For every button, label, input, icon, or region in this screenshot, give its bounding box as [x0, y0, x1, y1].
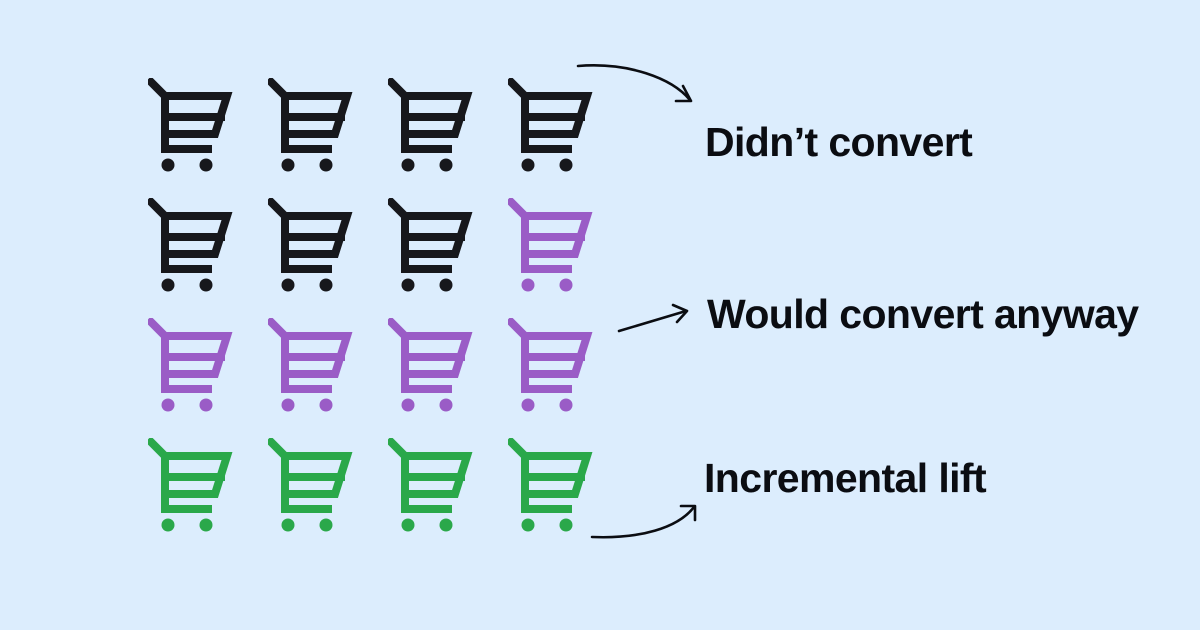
cart-icon	[148, 438, 244, 534]
cart-icon	[148, 318, 244, 414]
legend-label-would-convert-anyway: Would convert anyway	[707, 291, 1139, 337]
cart-icon	[508, 78, 604, 174]
legend-label-didnt-convert: Didn’t convert	[705, 119, 973, 165]
cart-icon	[508, 438, 604, 534]
legend-label-incremental-lift: Incremental lift	[704, 455, 987, 501]
cart-icon	[508, 198, 604, 294]
cart-icon	[148, 198, 244, 294]
cart-icon	[268, 198, 364, 294]
cart-icon	[268, 318, 364, 414]
cart-icon	[148, 78, 244, 174]
cart-icon	[388, 438, 484, 534]
cart-icon	[388, 318, 484, 414]
cart-icon	[268, 438, 364, 534]
cart-icon	[508, 318, 604, 414]
cart-icon	[388, 78, 484, 174]
cart-icon	[388, 198, 484, 294]
cart-icon	[268, 78, 364, 174]
